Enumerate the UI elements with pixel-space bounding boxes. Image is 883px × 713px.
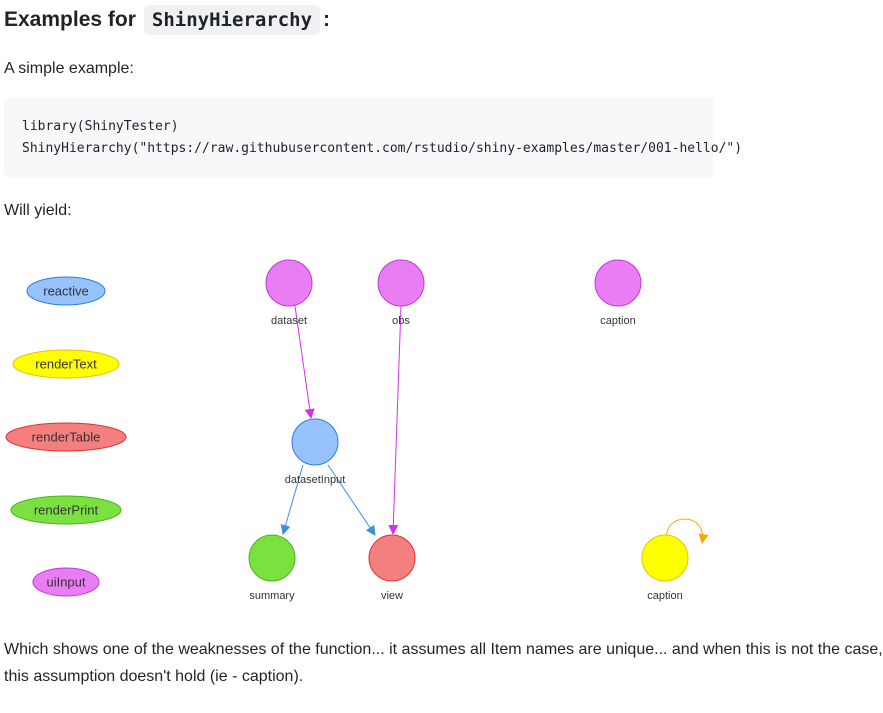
node-view[interactable]: view — [368, 534, 416, 602]
node-summary[interactable]: summary — [248, 534, 296, 602]
legend-reactive[interactable]: reactive — [26, 276, 106, 306]
yield-text: Will yield: — [4, 202, 72, 219]
closing-text: Which shows one of the weaknesses of the… — [4, 636, 883, 690]
node-label-caption-output: caption — [647, 590, 682, 602]
edge-obs-to-view[interactable] — [388, 305, 402, 535]
node-label-summary: summary — [249, 590, 295, 602]
intro-text: A simple example: — [4, 60, 134, 77]
legend-rendertext[interactable]: renderText — [12, 349, 120, 379]
code-line-2: ShinyHierarchy("https://raw.githubuserco… — [22, 141, 743, 156]
section-heading: Examples for ShinyHierarchy : — [4, 2, 330, 38]
heading-prefix: Examples for — [4, 8, 136, 31]
node-caption-input[interactable]: caption — [594, 259, 642, 327]
node-dataset[interactable]: dataset — [265, 259, 313, 327]
graph-legend: reactive renderText renderTable renderPr… — [5, 276, 127, 597]
edge-datasetinput-to-view[interactable] — [327, 464, 376, 536]
graph-edges — [280, 305, 709, 544]
code-block[interactable]: library(ShinyTester) ShinyHierarchy("htt… — [4, 98, 742, 178]
legend-label-uiinput: uiInput — [46, 575, 85, 590]
closing-line-1: Which shows one of the weaknesses of the… — [4, 641, 883, 658]
heading-code: ShinyHierarchy — [143, 5, 321, 35]
node-label-view: view — [381, 590, 403, 602]
node-label-dataset: dataset — [271, 315, 307, 327]
legend-rendertable[interactable]: renderTable — [5, 422, 127, 452]
node-label-caption-input: caption — [600, 315, 635, 327]
legend-label-rendertable: renderTable — [32, 430, 101, 445]
closing-line-2: this assumption doesn't hold (ie - capti… — [4, 668, 304, 685]
edge-datasetinput-to-summary[interactable] — [280, 464, 304, 535]
node-label-datasetinput: datasetInput — [285, 474, 346, 486]
legend-uiinput[interactable]: uiInput — [32, 567, 100, 597]
node-obs[interactable]: obs — [377, 259, 425, 327]
legend-renderprint[interactable]: renderPrint — [10, 495, 122, 525]
node-datasetinput[interactable]: datasetInput — [285, 418, 346, 486]
edge-caption-self-loop[interactable] — [666, 518, 709, 544]
heading-suffix: : — [323, 8, 331, 31]
code-line-1: library(ShinyTester) — [22, 119, 179, 134]
node-caption-output[interactable]: caption — [641, 534, 689, 602]
edge-dataset-to-datasetinput[interactable] — [294, 305, 315, 419]
hierarchy-graph[interactable]: reactive renderText renderTable renderPr… — [0, 240, 713, 620]
legend-label-renderprint: renderPrint — [34, 503, 99, 518]
legend-label-reactive: reactive — [43, 284, 89, 299]
legend-label-rendertext: renderText — [35, 357, 97, 372]
graph-nodes: dataset obs caption datasetInput summary… — [248, 259, 689, 602]
node-label-obs: obs — [392, 315, 410, 327]
